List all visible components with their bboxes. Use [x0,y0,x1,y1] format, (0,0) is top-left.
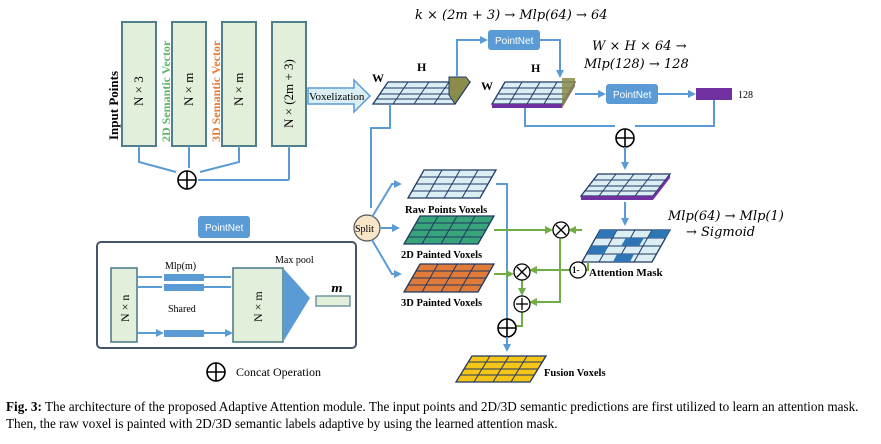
split-label: Split [355,224,374,235]
pointnet-mid-label: PointNet [613,90,652,101]
pn-maxpool-wedge [283,268,310,342]
pointnet-detail-box: N × n Mlp(m) Shared N × m Max pool m [96,241,357,349]
input-col-4 [271,21,307,147]
input-col-4-label: N × (2m + 3) [281,59,296,128]
pn-mid-col [232,267,284,343]
pn-mlp-bar-1 [164,274,204,281]
split-node: Split [353,214,381,242]
architecture-diagram: k × (2m + 3) → Mlp(64) → 64 Input Points… [96,8,784,383]
raw-points-voxels: Raw Points Voxels [405,169,498,216]
add-symbol [513,295,531,313]
concat-symbol-right [615,128,635,148]
pointnet-top-box [488,30,540,50]
one-minus-node: 1- [569,261,587,279]
legend-concat-label: Concat Operation [236,365,321,379]
pn-input-label: N × n [118,295,132,322]
input-col-3-label: N × m [231,73,246,106]
input-points-label: Input Points [106,71,121,140]
attention-mask-label: Attention Mask [589,267,664,279]
mult-symbol-3d [513,263,531,281]
voxel-grid-3 [579,173,672,200]
grid2-w-label: W [481,79,493,93]
figure-caption: Fig. 3: The architecture of the proposed… [6,398,876,432]
grid1-to-pointnet-line [456,36,488,77]
painted-3d-voxels: 3D Painted Voxels [401,263,496,309]
sem2d-label: 2D Semantic Vector [159,40,173,142]
concat-symbol-input [177,170,197,190]
feature-128-bar [696,88,732,100]
voxelization-arrow: Voxelization [307,78,372,114]
painted-2d-label: 2D Painted Voxels [401,250,482,261]
legend-concat: Concat Operation [206,362,321,382]
concat-symbol-fusion [497,318,517,338]
pn-out-bar [315,295,351,307]
mult2d-to-add-line [529,239,561,306]
attention-mask-grid: Attention Mask [580,229,672,279]
grid1-to-split-line [370,104,391,208]
input-col-1-label: N × 3 [131,76,146,106]
pointnet-detail-title-box [198,216,250,238]
pointnet-detail-title: PointNet [205,223,244,234]
sem3d-label: 3D Semantic Vector [209,40,223,142]
voxel-grid-2: W H [481,61,577,108]
formula-mid-2: Mlp(128) → 128 [583,57,689,72]
pn-mid-label: N × m [251,291,265,322]
grid1-w-label: W [372,71,384,85]
pn-maxpool-label: Max pool [275,255,314,266]
feature-128-label: 128 [738,90,753,101]
grid1-h-label: H [417,60,427,74]
split-to-3d-line [371,239,402,278]
painted-2d-voxels: 2D Painted Voxels [401,215,496,261]
voxelization-label: Voxelization [309,91,365,103]
pn-out-label: m [331,282,343,295]
caption-text: The architecture of the proposed Adaptiv… [6,399,859,431]
pointnet-to-grid2-line [540,39,564,78]
raw-voxels-label: Raw Points Voxels [405,205,487,216]
formula-top: k × (2m + 3) → Mlp(64) → 64 [415,8,608,23]
pn-input-col [110,267,138,343]
pn-mlp-bar-3 [164,330,204,337]
raw-to-fusion-line [496,183,508,320]
caption-fig-label: Fig. 3: [6,399,42,414]
formula-right-1: Mlp(64) → Mlp(1) [667,209,784,224]
grid2-h-label: H [531,61,541,75]
fusion-voxels: Fusion Voxels [454,355,606,383]
pn-mlp-bar-2 [164,284,204,291]
painted-3d-label: 3D Painted Voxels [401,298,482,309]
pointnet-mid-box [606,84,658,104]
input-converge-lines [138,146,240,173]
one-minus-label: 1- [572,265,580,275]
formula-right-2: → Sigmoid [686,225,755,240]
add-to-concat-line [516,312,523,327]
input-col-1 [121,21,157,147]
pointnet-top-label: PointNet [495,36,534,47]
voxel-grid-1: W H [371,60,472,105]
pn-mlp-label: Mlp(m) [165,261,196,272]
mult-symbol-2d [552,221,570,239]
formula-mid-1: W × H × 64 → [592,39,687,54]
input-col-2-label: N × m [181,73,196,106]
input-columns: Input Points N × 3 2D Semantic Vector N … [106,21,307,190]
pn-shared-label: Shared [168,304,196,315]
grid2-to-concat-line [524,108,615,127]
feat-to-concat-line [635,100,715,127]
split-to-raw-line [371,180,402,218]
fusion-voxels-label: Fusion Voxels [544,368,606,379]
